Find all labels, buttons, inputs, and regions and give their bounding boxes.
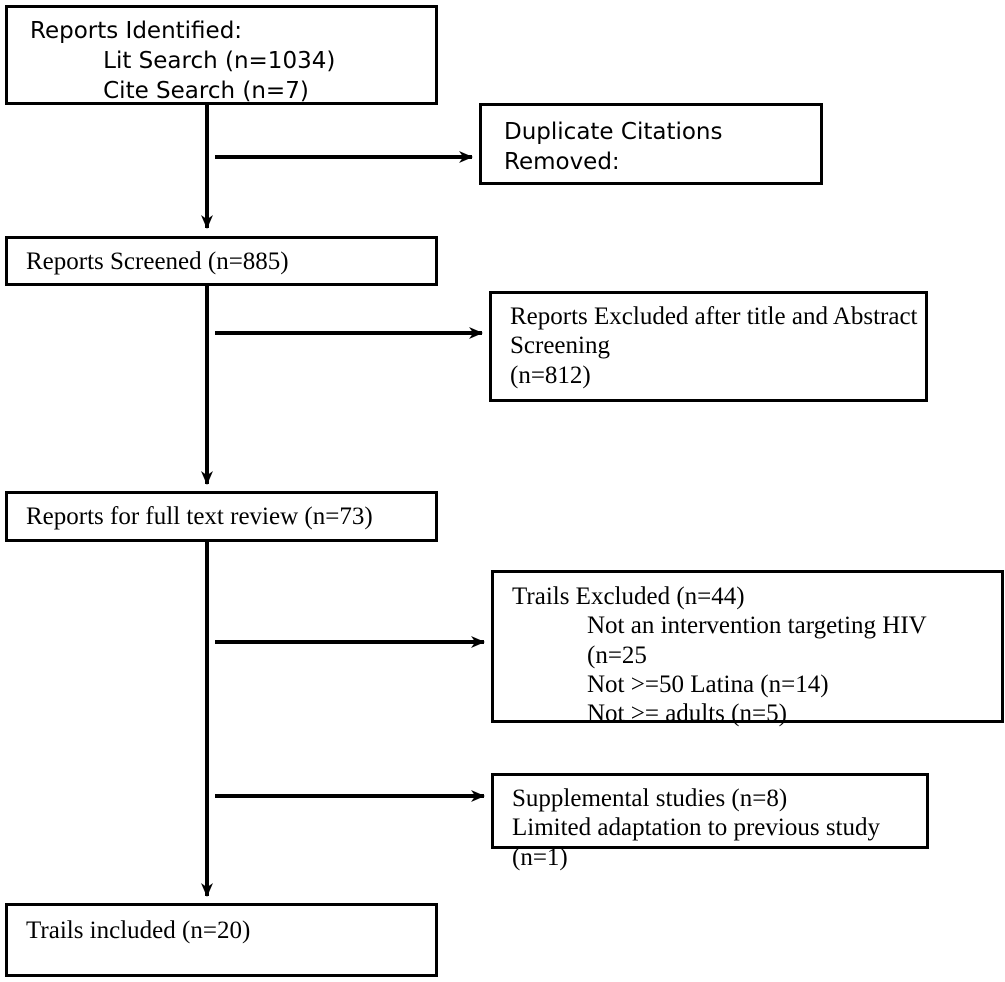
node-trails-included: Trails included (n=20) (5, 903, 438, 977)
node-reports-screened-text: Reports Screened (n=885) (26, 248, 289, 275)
node-reports-screened: Reports Screened (n=885) (5, 236, 438, 286)
node-reports-excluded-title-abstract-text: Reports Excluded after title and Abstrac… (510, 303, 918, 389)
node-duplicate-citations-removed: Duplicate Citations Removed: (479, 103, 823, 185)
node-trails-excluded-text: Trails Excluded (n=44) Not an interventi… (512, 583, 927, 727)
node-trails-included-text: Trails included (n=20) (26, 917, 251, 944)
node-trails-excluded: Trails Excluded (n=44) Not an interventi… (491, 570, 1004, 727)
node-reports-full-text-review-text: Reports for full text review (n=73) (26, 503, 373, 530)
node-duplicate-citations-removed-text: Duplicate Citations Removed: (504, 119, 723, 175)
node-reports-excluded-title-abstract: Reports Excluded after title and Abstrac… (489, 291, 928, 402)
node-supplemental-studies-text: Supplemental studies (n=8) Limited adapt… (512, 785, 880, 871)
node-reports-identified: Reports Identified: Lit Search (n=1034) … (5, 5, 438, 105)
node-reports-identified-text: Reports Identified: Lit Search (n=1034) … (30, 18, 336, 104)
node-reports-full-text-review: Reports for full text review (n=73) (5, 491, 438, 542)
node-supplemental-studies: Supplemental studies (n=8) Limited adapt… (491, 773, 929, 871)
